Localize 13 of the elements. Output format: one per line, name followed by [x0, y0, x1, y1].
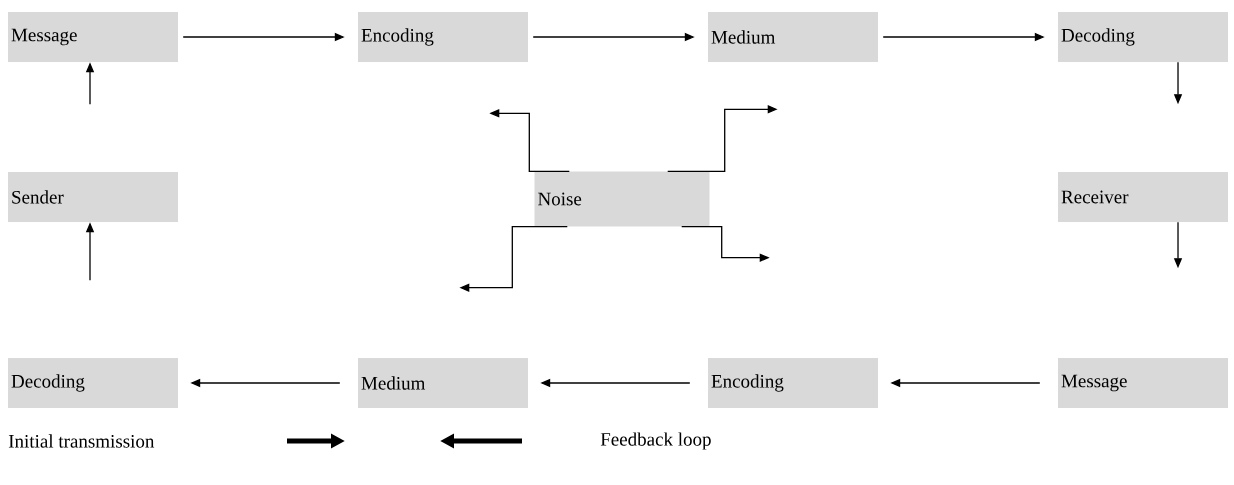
- process-box: Medium: [358, 358, 528, 408]
- process-box: Encoding: [358, 12, 528, 62]
- process-box: Encoding: [708, 358, 878, 408]
- process-box: Message: [8, 12, 178, 62]
- process-box: Noise: [534, 171, 710, 227]
- legend-label: Feedback loop: [600, 432, 711, 450]
- process-box: Sender: [8, 172, 178, 222]
- process-box: Medium: [708, 12, 878, 62]
- process-box: Message: [1058, 358, 1228, 408]
- legend-label: Initial transmission: [8, 434, 155, 448]
- process-box: Decoding: [1058, 12, 1228, 62]
- process-box: Decoding: [8, 358, 178, 408]
- process-box: Receiver: [1058, 172, 1228, 222]
